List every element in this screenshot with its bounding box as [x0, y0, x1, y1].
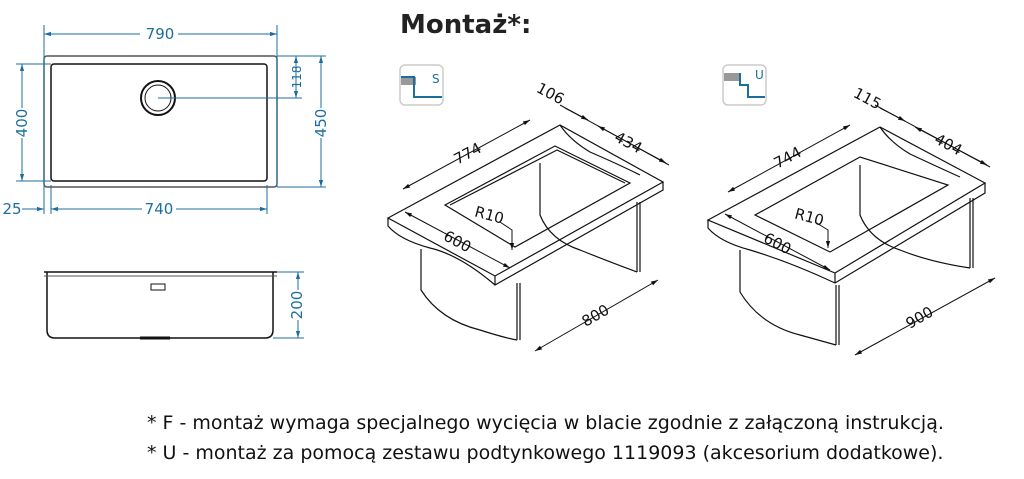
- mount-u-icon: [722, 64, 767, 106]
- mount-u-drawing: [706, 64, 996, 356]
- dim-25: 25: [2, 200, 21, 218]
- dim-740: 740: [145, 200, 174, 218]
- mounting-title: Montaż*:: [400, 10, 532, 40]
- dim-400: 400: [13, 109, 31, 138]
- dim-800: 800: [579, 301, 613, 331]
- dim-900: 900: [903, 303, 937, 333]
- dim-774: 774: [451, 139, 485, 168]
- sink-top-view: 790 740 25 400 450 118: [2, 25, 330, 218]
- dim-118: 118: [290, 66, 304, 89]
- dim-790: 790: [146, 25, 175, 43]
- dim-106: 106: [533, 79, 567, 108]
- dim-115: 115: [850, 84, 884, 113]
- mount-s-icon: [399, 64, 444, 106]
- footnote-u: * U - montaż za pomocą zestawu podtynkow…: [147, 442, 944, 464]
- sink-side-view: 200: [44, 271, 306, 340]
- dim-450: 450: [312, 109, 330, 138]
- dim-434: 434: [611, 128, 645, 157]
- dim-404: 404: [931, 130, 965, 159]
- mount-u-icon-label: U: [755, 68, 764, 82]
- mount-s-icon-label: S: [432, 72, 440, 86]
- dim-200: 200: [288, 291, 306, 320]
- footnote-f: * F - montaż wymaga specjalnego wycięcia…: [147, 412, 944, 434]
- dim-744: 744: [771, 143, 805, 172]
- mount-s-drawing: [386, 64, 670, 352]
